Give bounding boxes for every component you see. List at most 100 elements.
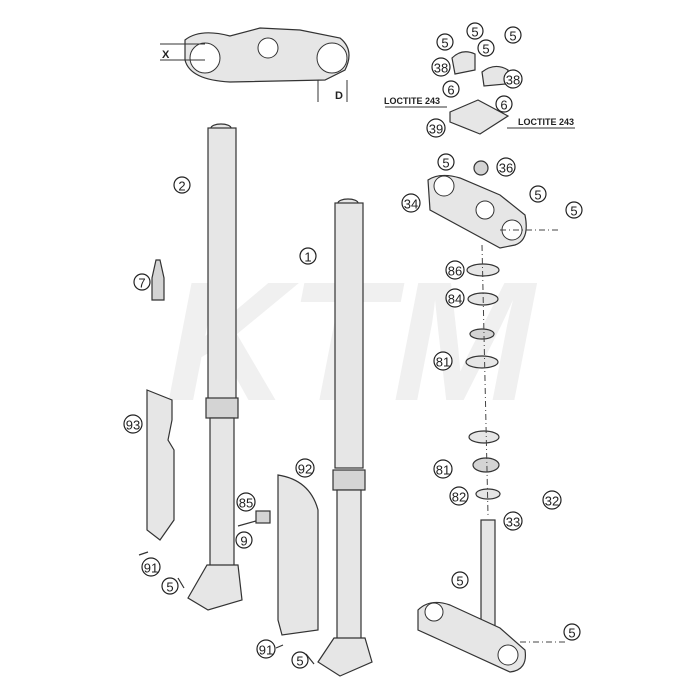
- callout-5: 5: [466, 22, 484, 40]
- callout-32: 32: [542, 490, 562, 510]
- callout-number: 6: [500, 98, 507, 113]
- bearing-race: [465, 355, 499, 369]
- callout-86: 86: [445, 260, 465, 280]
- callout-circle: [256, 639, 276, 659]
- lower-bearing: [472, 457, 500, 473]
- callout-5: 5: [436, 33, 454, 51]
- callout-91: 91: [256, 639, 276, 659]
- fork-leg-right: [317, 198, 373, 677]
- loctite-note-right: LOCTITE 243: [518, 117, 574, 127]
- callout-number: 34: [404, 197, 418, 212]
- upper-bearing: [469, 328, 495, 340]
- callout-circle: [495, 95, 513, 113]
- callout-5: 5: [565, 201, 583, 219]
- callout-number: 5: [441, 36, 448, 51]
- callout-38: 38: [503, 69, 523, 89]
- handlebar-clamps: LOCTITE 243 LOCTITE 243: [384, 51, 575, 135]
- callout-93: 93: [123, 414, 143, 434]
- callout-2: 2: [173, 176, 191, 194]
- steering-stem: [480, 519, 496, 631]
- callout-number: 85: [239, 496, 253, 511]
- callout-circle: [291, 651, 309, 669]
- callout-7: 7: [133, 273, 151, 291]
- callout-number: 86: [448, 264, 462, 279]
- callout-39: 39: [426, 118, 446, 138]
- callout-number: 5: [456, 574, 463, 589]
- callout-circle: [503, 511, 523, 531]
- fork-leg-left: [187, 123, 243, 611]
- callout-34: 34: [401, 193, 421, 213]
- callout-5: 5: [291, 651, 309, 669]
- callout-circle: [565, 201, 583, 219]
- callout-number: 39: [429, 122, 443, 137]
- callout-number: 81: [436, 355, 450, 370]
- loctite-note-left: LOCTITE 243: [384, 96, 440, 106]
- callout-number: 5: [166, 580, 173, 595]
- callout-36: 36: [496, 157, 516, 177]
- callout-5: 5: [437, 153, 455, 171]
- steering-nut: [473, 160, 489, 176]
- callout-circle: [236, 492, 256, 512]
- callout-92: 92: [295, 458, 315, 478]
- callout-number: 36: [499, 161, 513, 176]
- callout-1: 1: [299, 247, 317, 265]
- callout-circle: [504, 26, 522, 44]
- callout-number: 9: [240, 534, 247, 549]
- callout-circle: [477, 39, 495, 57]
- callout-circle: [449, 486, 469, 506]
- callout-number: 5: [568, 626, 575, 641]
- callout-82: 82: [449, 486, 469, 506]
- callout-5: 5: [504, 26, 522, 44]
- callout-circle: [401, 193, 421, 213]
- callout-circle: [133, 273, 151, 291]
- lower-race: [468, 430, 500, 444]
- callout-84: 84: [445, 288, 465, 308]
- callout-circle: [141, 557, 161, 577]
- callout-5: 5: [529, 185, 547, 203]
- callout-5: 5: [477, 39, 495, 57]
- callout-number: 1: [304, 250, 311, 265]
- callout-number: 7: [138, 276, 145, 291]
- callout-number: 5: [534, 188, 541, 203]
- callout-circle: [503, 69, 523, 89]
- callout-number: 5: [442, 156, 449, 171]
- callout-circle: [433, 351, 453, 371]
- callout-number: 93: [126, 418, 140, 433]
- callout-circle: [445, 260, 465, 280]
- triple-clamp-dimension-view: X D: [160, 27, 350, 102]
- callout-circle: [442, 80, 460, 98]
- callout-number: 33: [506, 515, 520, 530]
- callout-5: 5: [451, 571, 469, 589]
- callout-circle: [299, 247, 317, 265]
- callout-number: 91: [259, 643, 273, 658]
- callout-9: 9: [235, 531, 253, 549]
- callout-circle: [445, 288, 465, 308]
- callout-38: 38: [431, 57, 451, 77]
- callout-5: 5: [161, 577, 179, 595]
- callout-circle: [451, 571, 469, 589]
- callout-number: 92: [298, 462, 312, 477]
- callout-6: 6: [495, 95, 513, 113]
- callout-5: 5: [563, 623, 581, 641]
- dimension-d-label: D: [335, 90, 343, 102]
- callout-number: 5: [296, 654, 303, 669]
- callout-91: 91: [141, 557, 161, 577]
- callout-85: 85: [236, 492, 256, 512]
- callout-number: 5: [471, 25, 478, 40]
- dimension-x-label: X: [162, 49, 170, 61]
- callout-6: 6: [442, 80, 460, 98]
- callout-circle: [563, 623, 581, 641]
- callout-circle: [235, 531, 253, 549]
- callout-circle: [496, 157, 516, 177]
- callout-number: 38: [506, 73, 520, 88]
- callout-circle: [466, 22, 484, 40]
- callout-circle: [123, 414, 143, 434]
- callout-number: 6: [447, 83, 454, 98]
- callout-number: 84: [448, 292, 462, 307]
- callout-81: 81: [433, 459, 453, 479]
- callout-circle: [529, 185, 547, 203]
- callout-circle: [433, 459, 453, 479]
- brake-line-clamp: [255, 510, 271, 524]
